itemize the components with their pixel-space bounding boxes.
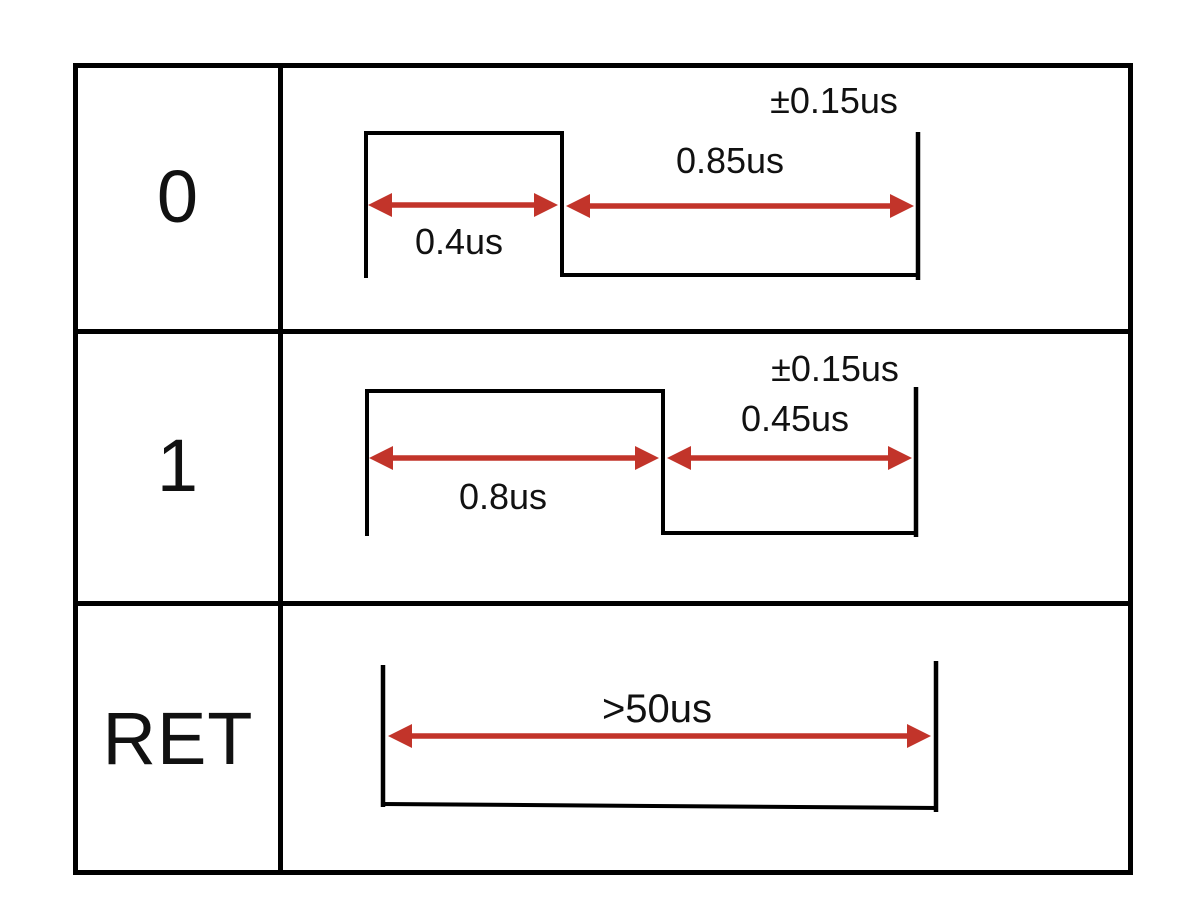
arrowhead-right-icon [534, 193, 558, 217]
high-duration-label: 0.8us [459, 476, 547, 517]
row-label-bit0: 0 [78, 68, 278, 325]
tolerance-label: ±0.15us [771, 348, 899, 389]
low-duration-label: 0.85us [676, 140, 784, 181]
waveform-ret: >50us [380, 661, 939, 812]
row-label-bit0-text: 0 [156, 155, 200, 238]
reset-duration-label: >50us [602, 687, 712, 731]
arrowhead-right-icon [890, 194, 914, 218]
row-label-bit1: 1 [78, 334, 278, 597]
row-label-bit1-text: 1 [156, 424, 200, 507]
row-divider-2 [73, 601, 1133, 606]
row-label-ret-text: RET [102, 696, 254, 780]
waveform-bit0: 0.4us 0.85us ±0.15us [364, 80, 921, 280]
signal-trace [364, 131, 920, 278]
signal-trace [365, 389, 918, 536]
arrowhead-left-icon [388, 724, 412, 748]
arrowhead-right-icon [888, 446, 912, 470]
row-divider-1 [73, 329, 1133, 334]
arrowhead-left-icon [368, 193, 392, 217]
row-label-ret: RET [78, 606, 278, 870]
low-duration-label: 0.45us [741, 398, 849, 439]
signal-trace [380, 801, 939, 811]
tolerance-label: ±0.15us [770, 80, 898, 121]
table-frame [73, 63, 1133, 875]
waveform-bit1: 0.8us 0.45us ±0.15us [365, 348, 919, 537]
high-duration-label: 0.4us [415, 221, 503, 262]
column-divider [278, 63, 283, 875]
arrowhead-left-icon [667, 446, 691, 470]
arrowhead-left-icon [566, 194, 590, 218]
arrowhead-right-icon [635, 446, 659, 470]
arrowhead-left-icon [369, 446, 393, 470]
arrowhead-right-icon [907, 724, 931, 748]
